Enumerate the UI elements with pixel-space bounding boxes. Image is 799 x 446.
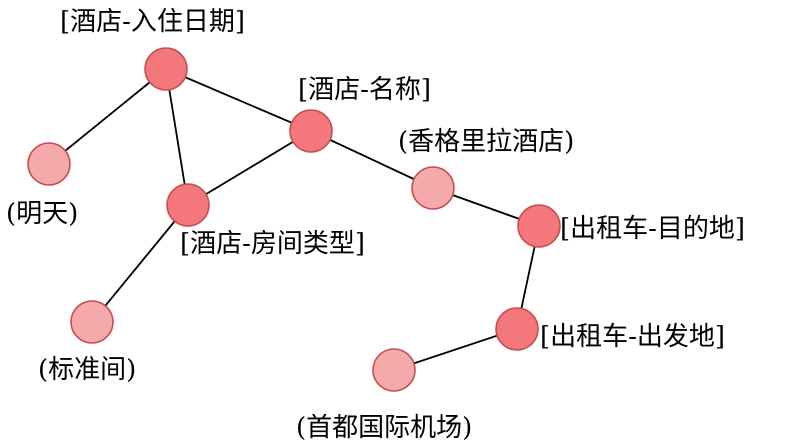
label-hotel-name: [酒店-名称] xyxy=(298,75,431,105)
label-hotel-checkin-date: [酒店-入住日期] xyxy=(60,7,245,37)
node-hotel-checkin-date xyxy=(144,47,188,91)
edge-hotel-name-to-shangri-la-hotel xyxy=(310,130,434,189)
edge-hotel-name-to-hotel-room-type xyxy=(187,130,312,206)
node-taxi-departure xyxy=(495,307,539,351)
label-tomorrow: (明天) xyxy=(6,199,78,229)
node-hotel-room-type xyxy=(166,183,210,227)
label-shangri-la-hotel: (香格里拉酒店) xyxy=(398,127,574,157)
node-tomorrow xyxy=(27,142,71,186)
label-taxi-departure: [出租车-出发地] xyxy=(540,322,725,352)
edge-hotel-checkin-date-to-hotel-name xyxy=(165,68,312,132)
nodes-group xyxy=(27,47,561,392)
node-capital-airport xyxy=(372,348,416,392)
edges-group xyxy=(48,68,540,371)
node-standard-room xyxy=(70,300,114,344)
label-capital-airport: (首都国际机场) xyxy=(296,413,472,443)
label-standard-room: (标准间) xyxy=(38,355,136,385)
node-hotel-name xyxy=(289,109,333,153)
labels-group: [酒店-入住日期] [酒店-名称] [酒店-房间类型] [出租车-目的地] [出租车-出… xyxy=(6,7,745,443)
label-hotel-room-type: [酒店-房间类型] xyxy=(180,229,365,259)
node-taxi-destination xyxy=(517,204,561,248)
node-shangri-la-hotel xyxy=(411,166,455,210)
label-taxi-destination: [出租车-目的地] xyxy=(560,214,745,244)
edge-hotel-checkin-date-to-hotel-room-type xyxy=(165,68,189,206)
edge-hotel-checkin-date-to-tomorrow xyxy=(48,68,167,165)
edge-hotel-room-type-to-standard-room xyxy=(91,204,189,323)
